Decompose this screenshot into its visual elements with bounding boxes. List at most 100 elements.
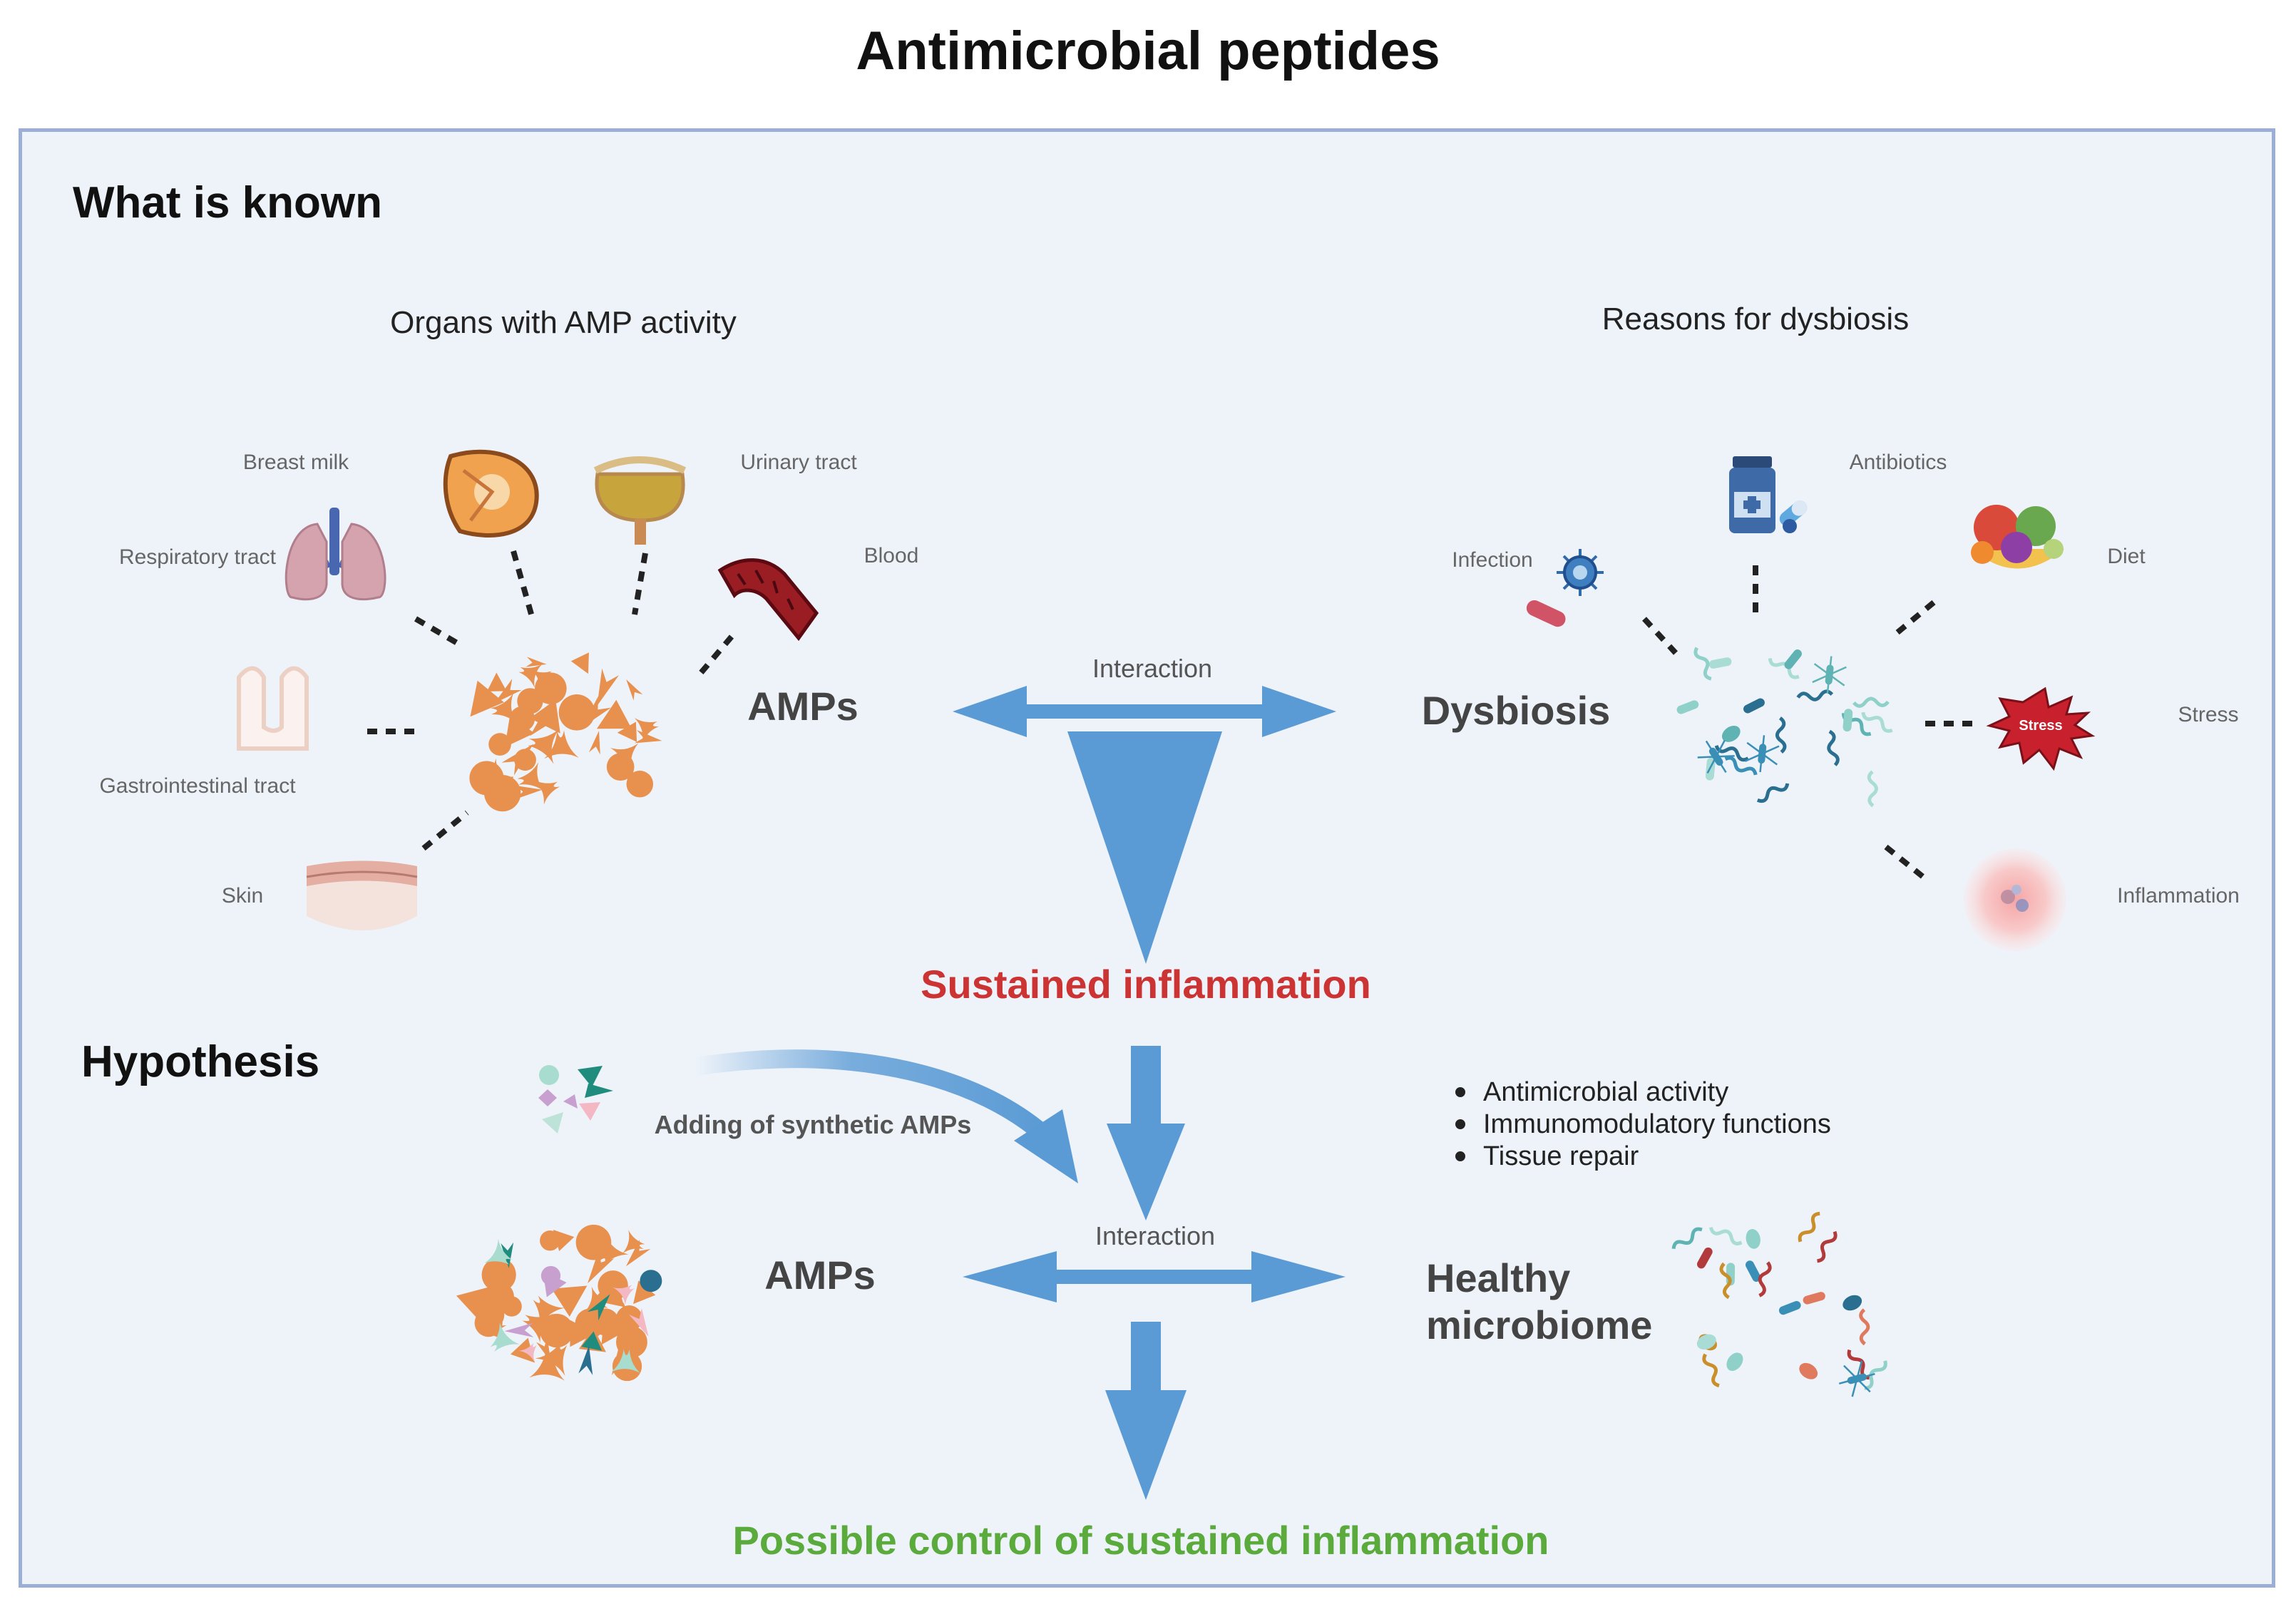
amp-shape (494, 679, 522, 704)
amp-shape (570, 652, 589, 674)
bullet-item: Tissue repair (1483, 1141, 1639, 1171)
amp-shape (531, 669, 553, 692)
amp-shape (486, 672, 507, 692)
label-inflammation: Inflammation (2117, 884, 2240, 908)
synthetic-amp-shape (611, 1349, 640, 1374)
bladder-icon (593, 456, 687, 545)
down-arrow-final (1105, 1322, 1187, 1500)
amp-shape (514, 749, 536, 771)
synthetic-amp-shape (578, 1066, 613, 1098)
heading-hypothesis: Hypothesis (81, 1037, 319, 1086)
amp-shape (535, 1341, 568, 1376)
curved-arrow-synthetic (694, 1049, 1078, 1183)
bacterium (1696, 1334, 1716, 1350)
interaction-arrow-bottom (963, 1251, 1346, 1302)
amp-shape (588, 731, 600, 755)
amp-shape (529, 1350, 565, 1381)
amp-shape (598, 1234, 629, 1265)
synthetic-amp-shape (539, 1065, 559, 1085)
possible-control-label: Possible control of sustained inflammati… (732, 1518, 1549, 1563)
synthetic-amp-shape (587, 1294, 610, 1321)
bacterium (1859, 1308, 1870, 1346)
synthetic-amp-shape (538, 1089, 557, 1106)
amp-shape (635, 729, 662, 744)
bacterium (1827, 729, 1840, 766)
bacterium (1758, 1261, 1772, 1297)
heading-what-is-known: What is known (73, 178, 382, 227)
bacterium (1778, 1300, 1801, 1315)
synthetic-amp-shape (563, 1094, 578, 1109)
amp-shape (633, 1280, 656, 1305)
bacterium (1861, 711, 1893, 733)
bacterium-body (1708, 747, 1723, 766)
blood-vessel-icon (717, 558, 819, 642)
label-infection: Infection (1452, 548, 1532, 572)
synthetic-amp-shape (490, 1322, 520, 1352)
bacterium (1798, 1211, 1820, 1243)
amp-shape (593, 1274, 625, 1307)
bacterium (1843, 1295, 1862, 1311)
bacterium (1799, 1362, 1818, 1379)
bacterium (1812, 656, 1847, 694)
label-antibiotics: Antibiotics (1850, 451, 1947, 474)
amp-shape (596, 699, 632, 729)
label-breast-milk: Breast milk (243, 451, 349, 474)
label-blood: Blood (864, 544, 919, 567)
amp-shape (551, 1285, 588, 1317)
bacterium (1696, 1247, 1713, 1269)
label-interaction-top: Interaction (1092, 654, 1212, 683)
bacterium (1693, 647, 1712, 681)
bacterium (1697, 739, 1735, 774)
food-bowl-icon (1971, 505, 2064, 569)
bacterium (1852, 697, 1890, 708)
bacteria-cluster-dysbiosis (1676, 647, 1893, 808)
bullet-list: Antimicrobial activity Immunomodulatory … (1455, 1077, 1831, 1171)
skin-layer-icon (306, 860, 418, 930)
bacterium (1843, 709, 1853, 732)
amp-shape (481, 1258, 516, 1292)
bacterium (1702, 1353, 1720, 1388)
amp-shape (634, 718, 660, 743)
bacterium (1708, 657, 1732, 669)
amp-shape (606, 753, 635, 781)
amp-shape (488, 733, 511, 756)
bacterium (1746, 1228, 1761, 1249)
amp-shape (588, 1248, 615, 1284)
reason-connectors (1642, 565, 1975, 883)
down-arrow-middle (1107, 1046, 1185, 1220)
amp-shape (533, 779, 560, 805)
synthetic-amp-shape (613, 1285, 635, 1305)
amp-shape (626, 771, 654, 798)
amp-shape (625, 1239, 651, 1267)
bacterium-body (1758, 744, 1767, 764)
amp-shape (517, 762, 545, 792)
amp-shape (526, 657, 547, 667)
funnel-arrow (1067, 731, 1222, 964)
synthetic-amp-icons (538, 1065, 613, 1134)
lungs-icon (285, 508, 386, 601)
heading-organs: Organs with AMP activity (390, 305, 737, 340)
label-skin: Skin (222, 884, 263, 908)
bacterium (1756, 783, 1790, 803)
synthetic-amp-shape (542, 1112, 563, 1134)
bacterium (1719, 1262, 1732, 1300)
amp-shape (558, 694, 595, 731)
synthetic-amp-shape (501, 1242, 514, 1269)
intestine-villi-icon (237, 666, 309, 751)
label-interaction-bottom: Interaction (1095, 1221, 1215, 1250)
bacteria-cluster-healthy (1671, 1211, 1887, 1397)
organ-connectors (367, 550, 734, 851)
bacterium (1743, 698, 1765, 714)
amp-shape (575, 1224, 612, 1260)
amp-shape (617, 721, 637, 742)
bacterium (1796, 689, 1834, 701)
synthetic-amp-shape (581, 1331, 603, 1351)
bacterium (1726, 1352, 1743, 1371)
bacterium (1671, 1227, 1703, 1250)
bacterium (1724, 756, 1758, 776)
amp-shape (474, 1309, 503, 1337)
stress-burst-icon (1986, 687, 2096, 771)
synthetic-amp-shape (579, 1102, 600, 1121)
inflammation-glow-icon (1964, 848, 2066, 951)
amp-shape (509, 706, 535, 731)
